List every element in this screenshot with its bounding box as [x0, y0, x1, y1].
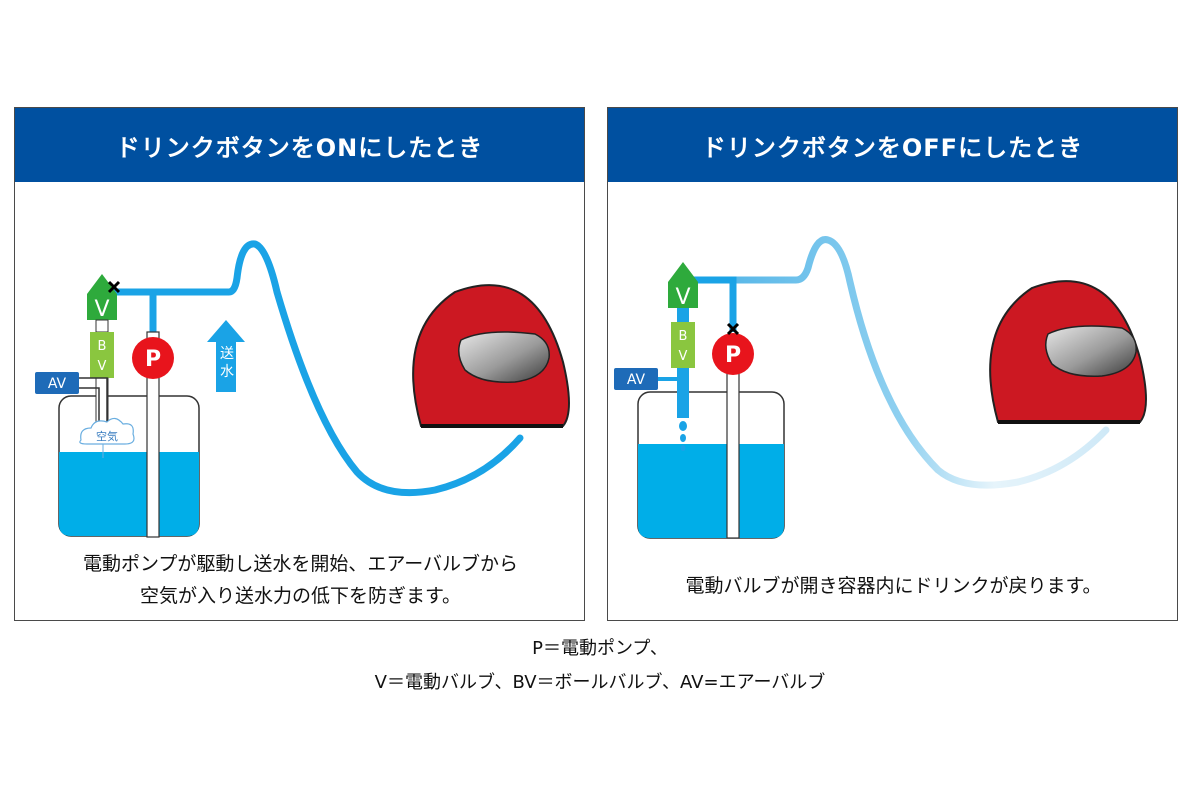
svg-text:空気: 空気	[96, 429, 118, 443]
helmet-icon	[412, 284, 570, 428]
container	[637, 391, 785, 539]
arrow-up-icon: 送 水	[207, 320, 245, 392]
diagram-on: V B V AV 空気 P	[35, 240, 570, 538]
caption-on-line-2: 空気が入り送水力の低下を防ぎます。	[139, 585, 462, 607]
panel-drink-on: ドリンクボタンをONにしたとき V	[14, 107, 585, 621]
tube-line	[729, 236, 1110, 489]
air-cloud-icon: 空気	[79, 417, 135, 458]
feed-pipe	[686, 276, 737, 332]
close-mark-icon	[107, 280, 121, 294]
svg-text:B: B	[98, 339, 107, 354]
legend-line-2: V＝電動バルブ、BV＝ボールバルブ、AV=エアーバルブ	[374, 672, 826, 693]
air-valve-icon: AV	[35, 372, 108, 436]
valve-icon: V	[668, 262, 698, 310]
caption-on: 電動ポンプが駆動し送水を開始、エアーバルブから 空気が入り送水力の低下を防ぎます…	[15, 548, 586, 612]
container	[58, 395, 200, 537]
valve-icon: V	[87, 274, 117, 322]
panel-title-on: ドリンクボタンをONにしたとき	[15, 108, 584, 182]
svg-text:P: P	[725, 343, 741, 368]
tube-line	[149, 240, 524, 497]
svg-text:V: V	[679, 349, 688, 364]
air-valve-icon: AV	[614, 368, 677, 390]
svg-text:送: 送	[220, 346, 234, 362]
svg-text:V: V	[675, 285, 690, 310]
pump-icon: P	[132, 337, 174, 379]
drip-drops	[679, 421, 687, 451]
helmet-icon	[989, 280, 1147, 424]
svg-text:AV: AV	[627, 372, 646, 388]
water	[638, 444, 784, 538]
water	[59, 452, 199, 536]
svg-text:P: P	[145, 347, 161, 372]
suction-pipe	[146, 331, 160, 538]
diagram-off: V B V AV P	[614, 236, 1147, 539]
svg-text:水: 水	[220, 364, 234, 380]
legend-line-1: P＝電動ポンプ、	[532, 638, 668, 659]
caption-on-line-1: 電動ポンプが駆動し送水を開始、エアーバルブから	[82, 553, 519, 575]
ball-valve-icon: B V	[90, 332, 114, 378]
caption-off: 電動バルブが開き容器内にドリンクが戻ります。	[685, 575, 1102, 597]
svg-text:B: B	[679, 329, 688, 344]
pump-icon: P	[712, 333, 754, 375]
panel-drink-off: ドリンクボタンをOFFにしたとき V B V	[607, 107, 1178, 621]
svg-text:AV: AV	[48, 376, 67, 392]
close-mark-icon	[726, 322, 740, 336]
svg-text:V: V	[98, 359, 107, 374]
svg-text:V: V	[94, 297, 109, 322]
panel-title-off: ドリンクボタンをOFFにしたとき	[608, 108, 1177, 182]
ball-valve-icon: B V	[671, 322, 695, 368]
